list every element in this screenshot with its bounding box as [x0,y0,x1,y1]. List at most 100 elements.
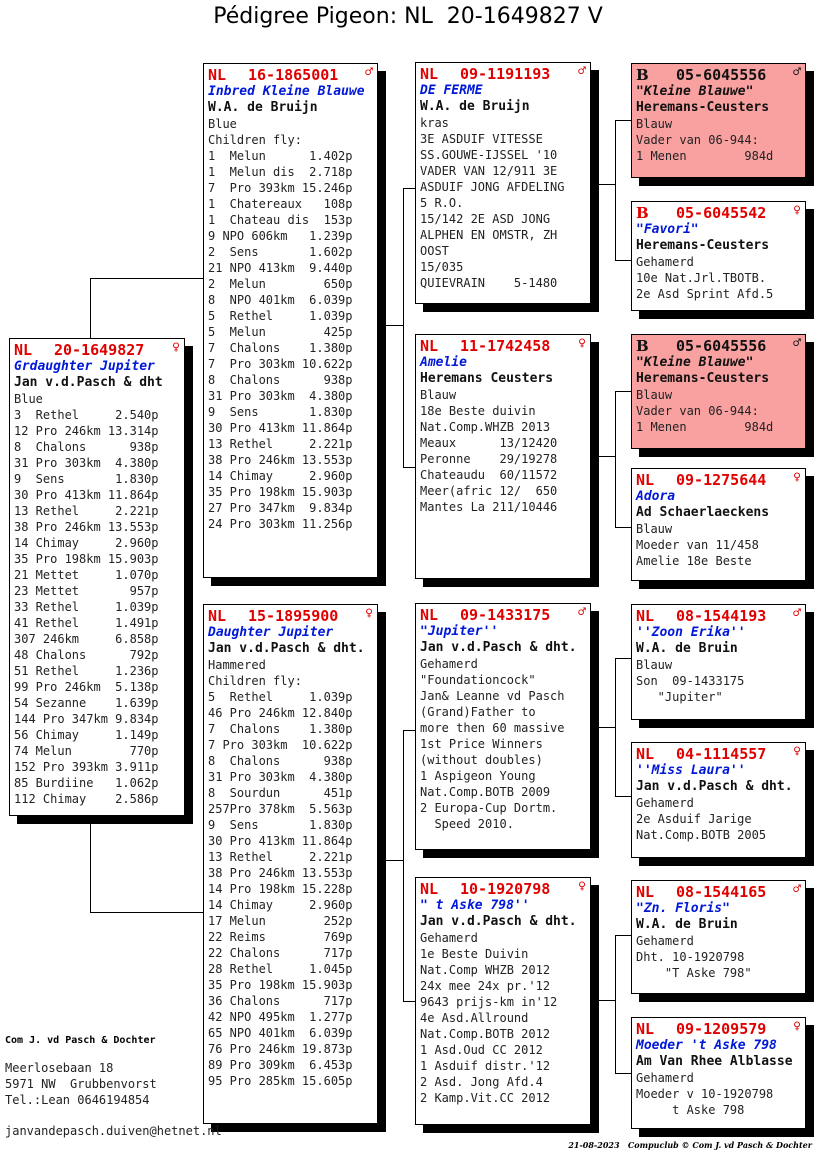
info-line: 22 Reims 769p [208,930,353,944]
info-line: 13 Rethel 2.221p [208,437,353,451]
info-line: 74 Melun 770p [14,744,159,758]
connector-line [403,730,404,1002]
info-line: ALPHEN EN OMSTR, ZH [420,228,558,242]
info-line: 2e Asd Sprint Afd.5 [636,287,774,301]
info-line: 1 Asduif distr.'12 [420,1059,551,1073]
ring-number: 11-1742458 [460,337,551,355]
ring-number: 09-1209579 [676,1020,767,1038]
info-line: 7 Chalons 1.380p [208,341,353,355]
ring-number: 05-6045556 [676,337,767,355]
country-code: NL [208,66,227,84]
info-line: 8 NPO 401km 6.039p [208,293,353,307]
owner-name: Heremans Ceusters [420,371,554,386]
info-line: 38 Pro 246km 13.553p [14,520,159,534]
info-line: 2 Melun 650p [208,277,353,291]
info-line: 7 Pro 303km 10.622p [208,738,353,752]
info-line: Hammered [208,658,266,672]
connector-line [615,391,616,527]
info-line: ASDUIF JONG AFDELING [420,180,565,194]
info-line: 1 Menen 984d [636,149,774,163]
info-line: 1 Menen 984d [636,420,774,434]
info-line: 51 Rethel 1.236p [14,664,159,678]
info-line: "Jupiter" [636,690,723,704]
info-line: 14 Chimay 2.960p [208,469,353,483]
connector-line [599,456,615,457]
info-line: 35 Pro 198km 15.903p [208,978,353,992]
info-line: t Aske 798 [636,1103,745,1117]
info-line: 30 Pro 413km 11.864p [208,421,353,435]
male-icon: ♂ [578,64,586,79]
connector-line [615,391,631,392]
address-line: 5971 NW Grubbenvorst [5,1077,157,1091]
country-code: NL [420,65,439,83]
pigeon-name: Adora [636,489,676,504]
info-line: Gehamerd [420,931,478,945]
owner-name: Heremans-Ceusters [636,371,770,386]
address-line: Meerlosebaan 18 [5,1061,114,1075]
male-icon: ♂ [793,606,801,621]
info-line: 48 Chalons 792p [14,648,159,662]
pigeon-name: Amelie [420,355,467,370]
info-line: 8 Chalons 938p [14,440,159,454]
pigeon-name: Moeder 't Aske 798 [636,1038,777,1053]
info-line: Children fly: [208,133,302,147]
male-icon: ♂ [578,605,586,620]
owner-name: Jan v.d.Pasch & dht [14,375,163,390]
info-line: 7 Pro 393km 15.246p [208,181,353,195]
ring-number: 09-1275644 [676,471,767,489]
owner-name: W.A. de Bruin [636,641,738,656]
info-line: Blauw [636,658,673,672]
info-line: 4e Asd.Allround [420,1011,529,1025]
info-line: 24 Pro 303km 11.256p [208,517,353,531]
owner-name: Jan v.d.Pasch & dht. [208,641,365,656]
ring-number: 16-1865001 [248,66,339,84]
info-line: 8 Chalons 938p [208,373,353,387]
info-line: 8 Chalons 938p [208,754,353,768]
info-line: 2 Asd. Jong Afd.4 [420,1075,543,1089]
country-code: NL [636,607,655,625]
info-line: 85 Burdiine 1.062p [14,776,159,790]
connector-line [615,527,631,528]
country-code: NL [14,341,33,359]
info-line: 144 Pro 347km 9.834p [14,712,159,726]
info-line: 5 Rethel 1.039p [208,309,353,323]
connector-line [615,796,631,797]
country-code: NL [636,745,655,763]
info-line: 307 246km 6.858p [14,632,159,646]
info-line: Nat.Comp.BOTB 2012 [420,1027,551,1041]
copyright: Compuclub © Com J. vd Pasch & Dochter [627,1140,812,1150]
info-line: 5 R.O. [420,196,464,210]
info-line: 257Pro 378km 5.563p [208,802,353,816]
ring-number: 05-6045542 [676,204,767,222]
info-line: 7 Pro 303km 10.622p [208,357,353,371]
connector-line [386,325,403,326]
info-line: 15/142 2E ASD JONG [420,212,551,226]
info-line: 22 Chalons 717p [208,946,353,960]
pigeon-name: "Kleine Blauwe" [636,355,754,370]
info-line: 15/035 [420,260,464,274]
owner-name: Am Van Rhee Alblasse [636,1054,793,1069]
info-line: 28 Rethel 1.045p [208,962,353,976]
info-line: Nat.Comp.WHZB 2013 [420,420,551,434]
owner-name: Jan v.d.Pasch & dht. [420,640,577,655]
